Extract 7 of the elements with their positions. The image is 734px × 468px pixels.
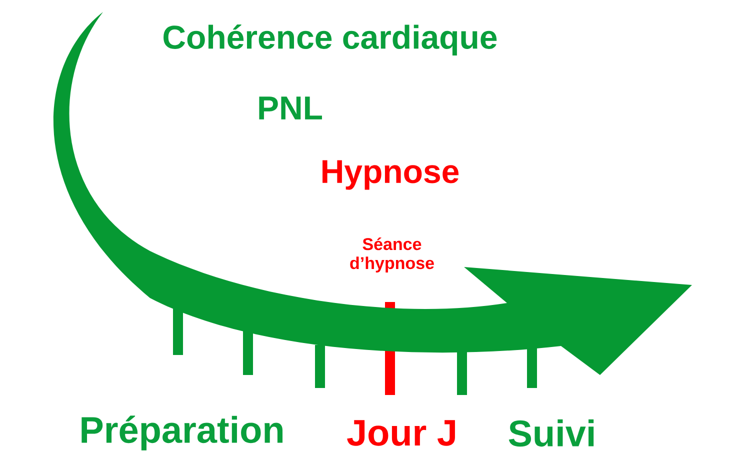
- phase-label: Préparation: [82, 416, 282, 450]
- technique-label: Hypnose: [322, 160, 459, 190]
- phase-label: Jour J: [347, 420, 455, 446]
- session-label: Séance d’hypnose: [350, 238, 434, 272]
- technique-label: PNL: [259, 96, 322, 120]
- technique-label: Cohérence cardiaque: [164, 24, 497, 56]
- phase-label: Suivi: [508, 419, 594, 447]
